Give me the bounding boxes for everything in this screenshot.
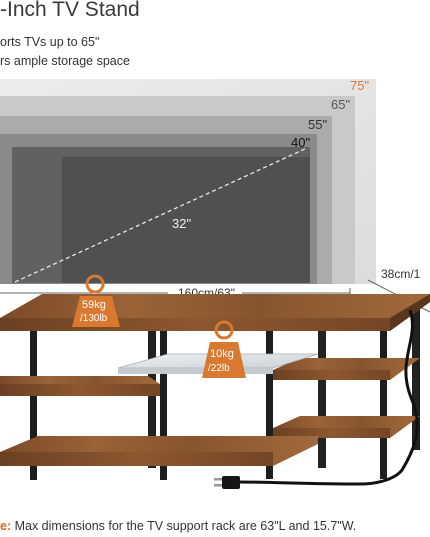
screen-75-label: 75" bbox=[350, 78, 369, 93]
shelf-load-capacity: /22lb bbox=[208, 363, 230, 374]
screen-65-label: 65" bbox=[331, 97, 350, 112]
dimension-note: e: Max dimensions for the TV support rac… bbox=[0, 519, 356, 533]
shelf-load-weight: 10kg bbox=[210, 348, 234, 360]
feature-tv-support: orts TVs up to 65" bbox=[0, 35, 100, 49]
front-left-post bbox=[30, 331, 37, 479]
note-prefix: e: bbox=[0, 519, 12, 533]
power-cable bbox=[237, 309, 419, 486]
product-title: -Inch TV Stand bbox=[0, 0, 140, 21]
front-mid-left-post bbox=[160, 331, 167, 479]
top-load-capacity: /130lb bbox=[80, 313, 108, 324]
feature-storage: rs ample storage space bbox=[0, 54, 130, 68]
depth-dimension: 38cm/1 bbox=[381, 267, 421, 281]
load-badge-top: 59kg /130lb bbox=[72, 274, 120, 327]
screen-32-inner bbox=[62, 157, 310, 283]
front-right-post bbox=[380, 331, 387, 479]
power-plug bbox=[222, 476, 240, 489]
top-load-weight: 59kg bbox=[82, 299, 106, 311]
note-text: Max dimensions for the TV support rack a… bbox=[11, 519, 357, 533]
load-badge-shelf: 10kg /22lb bbox=[202, 320, 246, 378]
screen-55-label: 55" bbox=[308, 117, 327, 132]
screen-32-label: 32" bbox=[172, 216, 191, 231]
diagonal-line bbox=[14, 147, 308, 283]
screen-40-label: 40" bbox=[291, 135, 310, 150]
front-mid-right-post bbox=[266, 331, 273, 479]
